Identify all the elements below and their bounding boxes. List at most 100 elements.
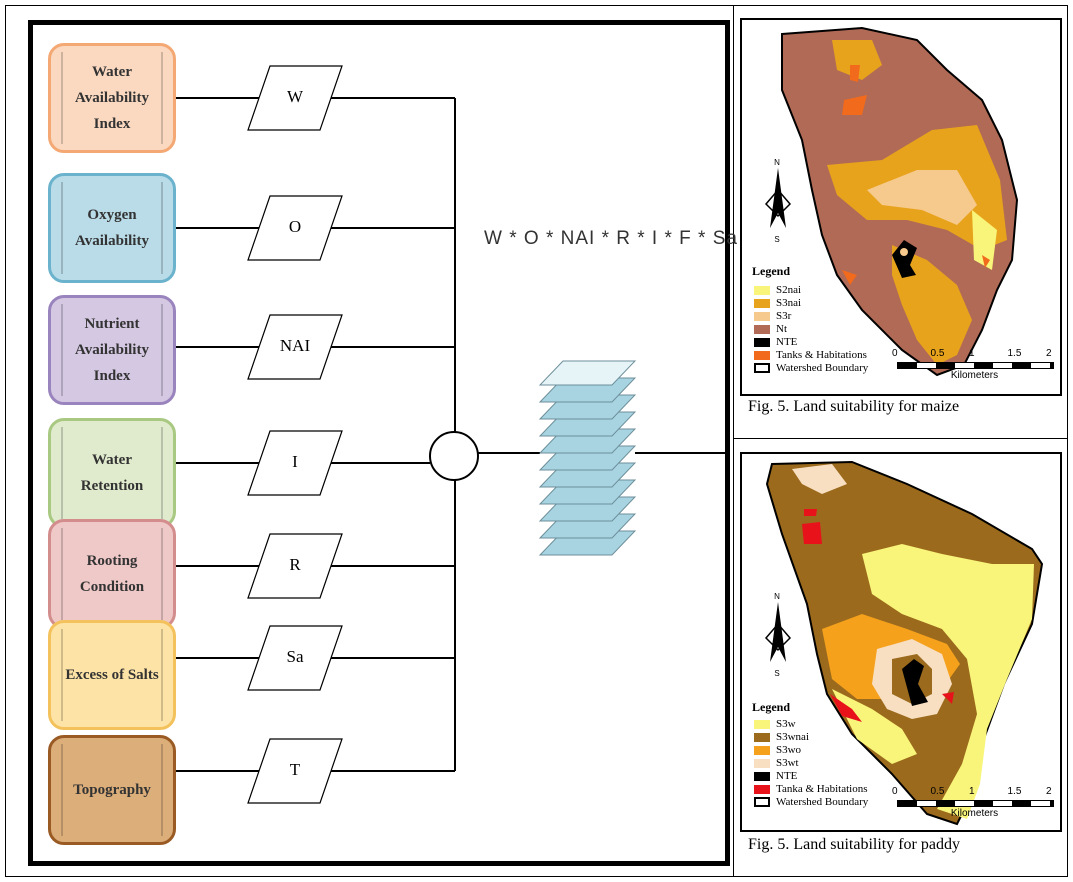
north-label: N [774,158,780,167]
north-label: N [774,592,780,601]
south-label: S [774,235,779,244]
north-arrow-icon [764,602,792,662]
legend-item: Watershed Boundary [754,796,868,808]
legend-item: Nt [754,323,787,335]
scale-unit: Kilometers [950,808,999,819]
legend-label: Watershed Boundary [776,362,869,374]
legend-item: Watershed Boundary [754,362,868,374]
parameter-label: I [292,452,298,471]
legend-item: NTE [754,770,797,782]
legend-swatch [754,797,770,807]
legend-swatch [754,337,770,347]
parameter-shape [247,738,343,804]
parameter-label: Sa [286,647,304,666]
maize-s3r-zone [867,170,977,225]
legend-label: S3w [776,718,796,730]
north-arrow-icon [764,168,792,228]
parameter-label: O [288,217,302,236]
legend-label: S3nai [776,297,802,309]
maize-s3nai-north [832,40,882,80]
factor-box: Topography [48,735,176,845]
paddy-s3w-south [832,689,917,764]
parameter-shape [247,65,343,131]
maize-tank-2 [850,65,860,82]
legend-label: Tanks & Habitations [776,349,867,361]
legend-label: NTE [776,770,798,782]
factor-box: Oxygen Availability [48,173,176,283]
maize-tank-1 [842,95,867,115]
paddy-s3wt-north [792,464,847,494]
maize-nte-center [900,248,908,256]
legend-item: S3nai [754,297,801,309]
legend-title: Legend [752,264,791,278]
factor-box: Rooting Condition [48,519,176,629]
maize-s2nai-zone [972,210,997,270]
legend-label: S2nai [776,284,802,296]
layer-stack-icon [538,360,637,556]
scale-tick-label: 1 [969,786,975,797]
parameter-shape [247,625,343,691]
south-label: S [774,669,779,678]
legend-label: S3wt [776,757,799,769]
paddy-nte-zone [902,659,928,706]
legend-swatch [754,350,770,360]
paddy-tank-3 [830,694,862,722]
legend-swatch [754,285,770,295]
row-divider [733,438,1068,439]
parameter-label: R [289,555,301,574]
paddy-caption: Fig. 5. Land suitability for paddy [748,836,960,853]
legend-label: S3wnai [776,731,809,743]
scale-tick-label: 1.5 [1007,348,1022,359]
combine-node [429,431,479,481]
scale-tick-label: 0 [892,348,898,359]
paddy-tank-2 [804,509,817,516]
parameter-shape [247,195,343,261]
parameter-shape [247,430,343,496]
paddy-map: N S [764,460,1044,826]
paddy-tank-4 [942,692,954,704]
parameter-shape [247,314,343,380]
paddy-s3w-east [862,544,1034,819]
legend-label: Watershed Boundary [776,796,869,808]
legend-item: S3w [754,718,796,730]
parameter-label: T [289,760,301,779]
layer-sheet [538,360,637,386]
factor-box: Excess of Salts [48,620,176,730]
scale-tick-label: 1.5 [1007,786,1022,797]
flow-diagram-frame [28,20,730,866]
maize-nte-zone [892,240,917,278]
legend-swatch [754,732,770,742]
scale-tick-label: 0.5 [930,786,945,797]
legend-swatch [754,745,770,755]
legend-swatch [754,784,770,794]
factor-box: Water Availability Index [48,43,176,153]
legend-label: S3wo [776,744,802,756]
column-divider [733,5,734,877]
legend-label: NTE [776,336,798,348]
scale-tick-label: 2 [1046,348,1052,359]
legend-item: NTE [754,336,797,348]
maize-tank-3 [842,270,857,285]
maize-map: N S [764,26,1019,377]
parameter-label: NAI [279,336,311,355]
legend-swatch [754,311,770,321]
legend-item: Tanka & Habitations [754,783,868,795]
scale-tick-label: 1 [969,348,975,359]
legend-label: S3r [776,310,792,322]
parameter-shape [247,533,343,599]
suitability-formula: W * O * NAI * R * I * F * Sa * T [484,228,772,249]
legend-swatch [754,771,770,781]
legend-item: S2nai [754,284,801,296]
legend-item: S3wo [754,744,801,756]
legend-item: Tanks & Habitations [754,349,867,361]
legend-item: S3r [754,310,791,322]
scale-unit: Kilometers [950,370,999,381]
legend-swatch [754,363,770,373]
legend-swatch [754,719,770,729]
factor-box: Nutrient Availability Index [48,295,176,405]
legend-title: Legend [752,700,791,714]
legend-swatch [754,758,770,768]
